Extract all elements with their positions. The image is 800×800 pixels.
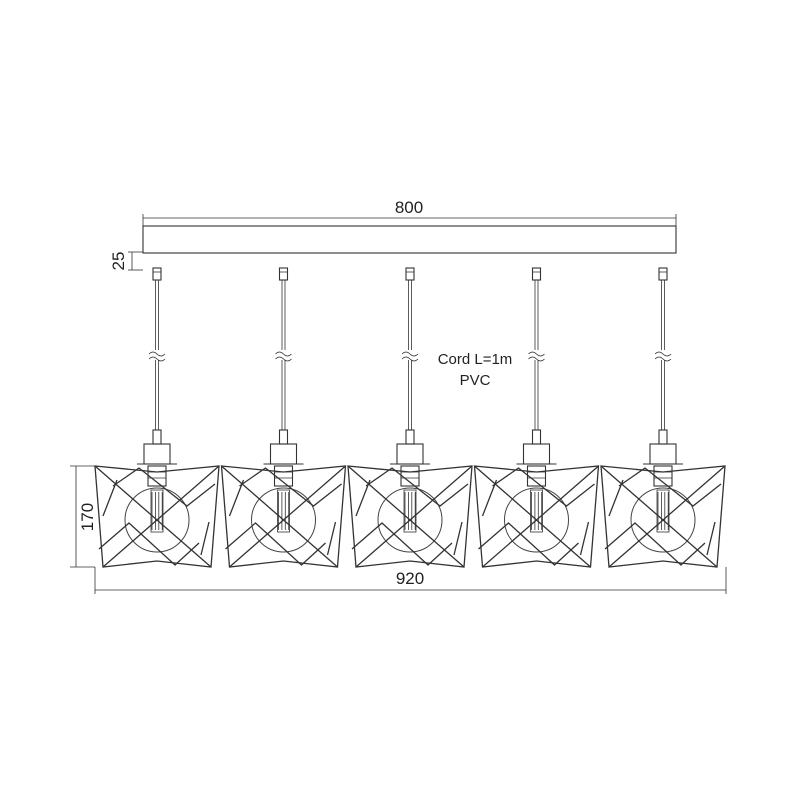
pendant-2 [220,267,347,568]
bulb-filament-frame [403,489,417,533]
lamp-holder-cup [649,443,677,465]
overall-length-label: 920 [396,569,424,588]
bulb-globe [251,487,316,553]
bulb-globe [124,487,190,553]
cord-grip [152,429,162,445]
cord-break-mask [148,350,166,360]
cage-strut [239,467,342,507]
cord-break-mark [654,351,672,357]
cage-strut [351,522,453,566]
bulb-filament-frame [530,489,543,533]
cord-break-mark [275,351,292,357]
cord-break-mark [275,356,292,362]
pendant-5 [600,267,726,568]
canopy-length-label: 800 [395,198,423,217]
cage-strut [229,465,346,568]
cage-strut [618,467,722,507]
canopy-height-dimension: 25 [109,252,143,271]
cord-grip [658,429,668,445]
bulb-globe [504,487,569,553]
cord-break-mark [654,356,672,362]
wire-cage-shade [347,465,473,568]
cage-strut [98,522,200,566]
bulb-globe [630,487,696,553]
cord-grip [531,429,542,445]
pendant-4 [473,267,600,568]
cord-break-mask [527,350,546,360]
cord-break-mark [401,356,419,362]
cord-connector [658,267,668,281]
cage-strut [482,465,599,568]
overall-length-dimension: 920 [94,567,727,594]
shade-height-dimension: 170 [70,465,97,568]
wire-cage-shade [220,465,347,568]
canopy-bar [142,225,677,254]
cord-connector [531,267,542,281]
cage-strut [102,465,220,568]
cage-strut [355,465,473,568]
cord-connector [152,267,162,281]
cage-strut [355,479,463,556]
cage-strut [112,467,216,507]
wire-cage-shade [94,465,220,568]
lamp-holder-cup [396,443,424,465]
cord-break-mark [148,351,166,357]
cord-break-mark [528,351,545,357]
bulb-filament-frame [656,489,670,533]
pendant-3 [347,267,473,568]
cage-strut [478,522,579,566]
wire-cage-shade [600,465,726,568]
socket [147,465,167,487]
bulb-globe [377,487,443,553]
cord-connector [278,267,289,281]
cord-break-mask [274,350,293,360]
cage-strut [228,479,337,556]
canopy-length-dimension: 800 [142,198,677,226]
pendant-1 [94,267,220,568]
lamp-holder-cup [522,443,551,465]
cord-length-label: Cord L=1m [438,351,513,368]
cord-material-label: PVC [460,372,491,389]
cage-strut [604,522,706,566]
cord-connector [405,267,415,281]
cord-note: Cord L=1m PVC [438,351,513,389]
cord-break-mark [148,356,166,362]
canopy-height-label: 25 [109,252,128,271]
cord-grip [405,429,415,445]
pendants-group [94,267,726,568]
socket [273,465,294,487]
shade-height-label: 170 [78,503,97,531]
wire-cage-shade [473,465,600,568]
cage-strut [225,522,326,566]
cage-strut [365,467,469,507]
lamp-holder-cup [269,443,298,465]
cord-break-mask [654,350,672,360]
socket [400,465,420,487]
cord-grip [278,429,289,445]
socket [653,465,673,487]
cage-strut [608,465,726,568]
cage-strut [481,479,590,556]
bulb-filament-frame [277,489,290,533]
cage-strut [102,479,210,556]
lamp-holder-cup [143,443,171,465]
cord-break-mark [528,356,545,362]
cord-break-mask [401,350,419,360]
socket [526,465,547,487]
cage-strut [492,467,595,507]
cage-strut [608,479,716,556]
bulb-filament-frame [150,489,164,533]
cord-break-mark [401,351,419,357]
